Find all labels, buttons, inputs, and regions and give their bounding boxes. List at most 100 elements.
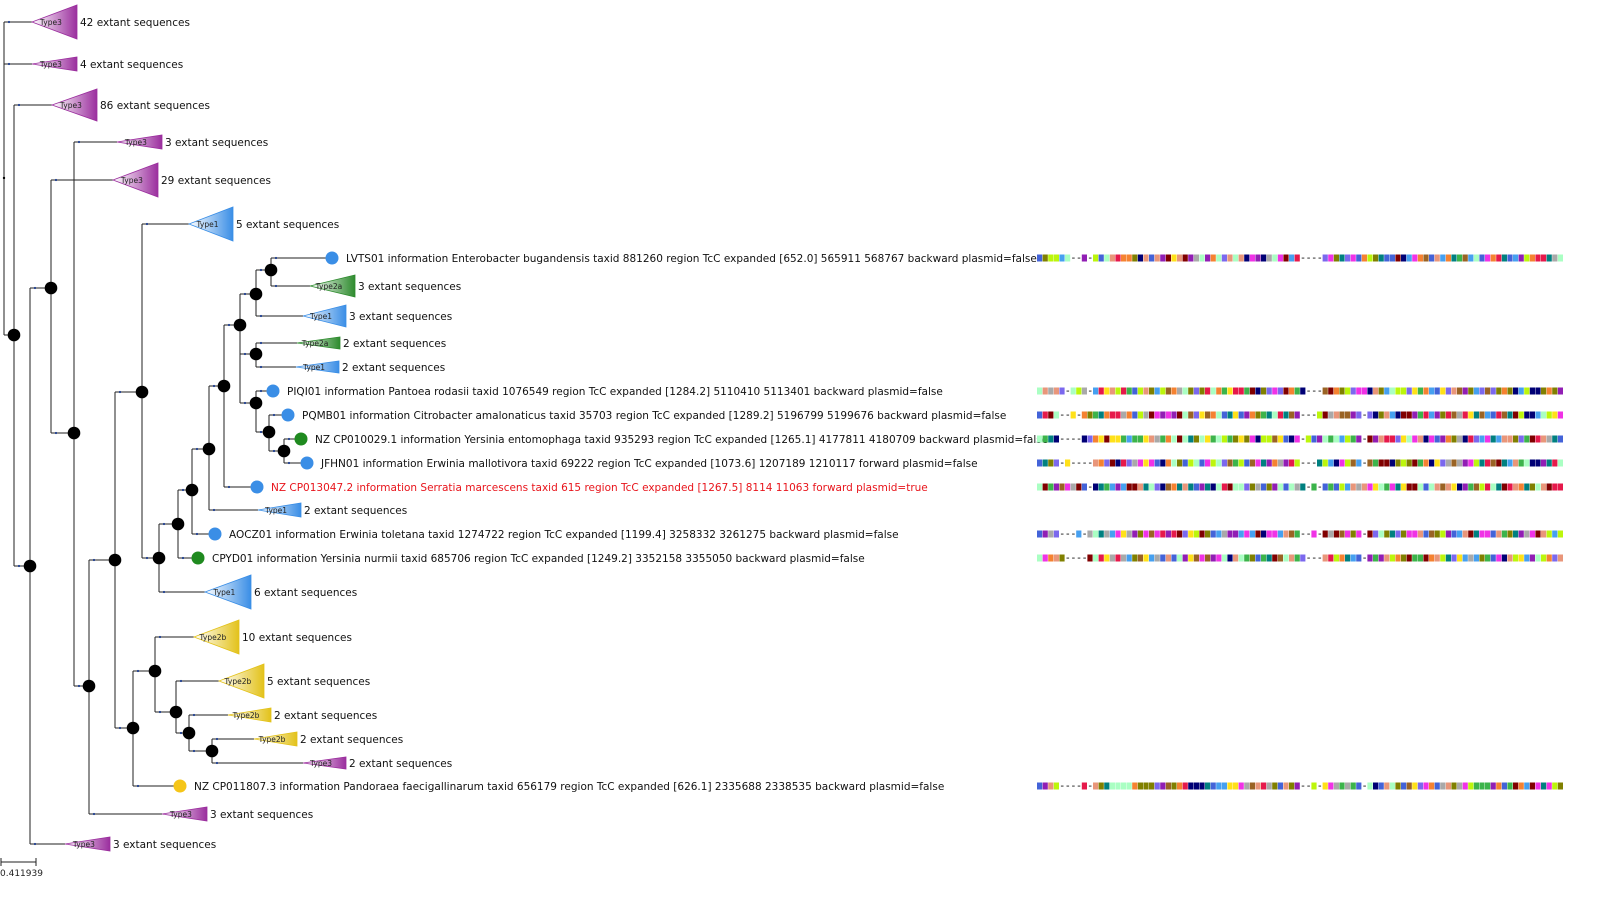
alignment-cell (1401, 411, 1407, 419)
alignment-cell (1333, 254, 1339, 262)
alignment-cell (1199, 411, 1205, 419)
alignment-cell (1440, 530, 1446, 538)
clade-triangle[interactable] (203, 574, 252, 610)
alignment-cell (1457, 411, 1463, 419)
clade-triangle[interactable] (192, 619, 240, 655)
alignment-cell (1322, 254, 1328, 262)
alignment-cell (1171, 459, 1177, 467)
branch-tick (227, 323, 231, 327)
alignment-cell (1518, 782, 1524, 790)
alignment-cell (1468, 782, 1474, 790)
alignment-cell (1109, 459, 1115, 467)
alignment-cell (1328, 554, 1334, 562)
alignment-cell (1037, 483, 1043, 491)
leaf-dot[interactable] (325, 251, 339, 265)
alignment-cell (1272, 554, 1278, 562)
alignment-cell (1233, 459, 1239, 467)
leaf-dot[interactable] (173, 779, 187, 793)
alignment-cell (1361, 387, 1367, 395)
alignment-gap (1083, 533, 1086, 535)
clade-type-label: Type3 (169, 810, 192, 819)
alignment-gap (1307, 557, 1310, 559)
clade-triangle[interactable] (31, 56, 78, 72)
alignment-cell (1283, 554, 1289, 562)
alignment-cell (1311, 435, 1317, 443)
alignment-cell (1417, 254, 1423, 262)
alignment-cell (1339, 782, 1345, 790)
alignment-cell (1081, 387, 1087, 395)
alignment-gap (1088, 785, 1092, 787)
alignment-cell (1037, 530, 1043, 538)
clade-triangle[interactable] (50, 88, 98, 122)
alignment-cell (1535, 782, 1541, 790)
leaf-dot[interactable] (266, 384, 280, 398)
clade-type-label: Type1 (302, 363, 325, 372)
alignment-cell (1165, 782, 1171, 790)
alignment-cell (1501, 387, 1507, 395)
clade-triangle[interactable] (302, 756, 347, 770)
alignment-cell (1255, 459, 1261, 467)
alignment-cell (1132, 254, 1138, 262)
alignment-cell (1406, 530, 1412, 538)
alignment-cell (1451, 483, 1457, 491)
leaf-dot[interactable] (281, 408, 295, 422)
alignment-cell (1417, 387, 1423, 395)
alignment-cell (1345, 554, 1351, 562)
scale-bar: 0.411939 (0, 858, 43, 879)
branch-tick (227, 485, 231, 489)
leaf-dot[interactable] (208, 527, 222, 541)
alignment-cell (1328, 530, 1334, 538)
leaf-dot[interactable] (294, 432, 308, 446)
clade-triangle[interactable] (296, 336, 341, 350)
alignment-gap (1072, 257, 1075, 259)
leaf-dot[interactable] (191, 551, 205, 565)
alignment-cell (1322, 459, 1328, 467)
alignment-cell (1557, 435, 1563, 443)
clade-triangle[interactable] (111, 162, 159, 198)
clade-triangle[interactable] (30, 4, 78, 40)
clade-triangle[interactable] (227, 707, 272, 723)
alignment-cell (1244, 254, 1250, 262)
alignment-cell (1501, 483, 1507, 491)
alignment-cell (1238, 530, 1244, 538)
alignment-cell (1193, 411, 1199, 419)
clade-triangle[interactable] (295, 360, 340, 374)
alignment-cell (1535, 435, 1541, 443)
alignment-cell (1485, 554, 1491, 562)
leaf-dot[interactable] (300, 456, 314, 470)
leaf-dot[interactable] (250, 480, 264, 494)
alignment-cell (1053, 435, 1059, 443)
clade-triangle[interactable] (253, 731, 298, 747)
alignment-cell (1496, 459, 1502, 467)
internal-node (23, 559, 37, 573)
clade-triangle[interactable] (64, 836, 111, 852)
clade-triangle[interactable] (187, 206, 234, 242)
alignment-cell (1283, 483, 1289, 491)
alignment-cell (1216, 411, 1222, 419)
clade-triangle[interactable] (161, 806, 208, 822)
alignment-cell (1451, 435, 1457, 443)
alignment-cell (1501, 530, 1507, 538)
alignment-cell (1132, 411, 1138, 419)
alignment-gap (1301, 257, 1305, 259)
clade-triangle[interactable] (217, 663, 265, 699)
alignment-cell (1328, 435, 1334, 443)
clade-triangle[interactable] (309, 274, 356, 298)
clade-triangle[interactable] (302, 304, 347, 328)
alignment-cell (1244, 530, 1250, 538)
alignment-cell (1093, 459, 1099, 467)
alignment-cell (1401, 782, 1407, 790)
alignment-cell (1238, 387, 1244, 395)
alignment-cell (1070, 483, 1076, 491)
alignment-cell (1322, 435, 1328, 443)
alignment-cell (1395, 387, 1401, 395)
alignment-cell (1356, 459, 1362, 467)
alignment-cell (1177, 530, 1183, 538)
alignment-cell (1238, 411, 1244, 419)
alignment-cell (1546, 411, 1552, 419)
clade-triangle[interactable] (257, 502, 302, 518)
alignment-cell (1137, 782, 1143, 790)
alignment-cell (1238, 435, 1244, 443)
alignment-cell (1109, 554, 1115, 562)
clade-triangle[interactable] (116, 134, 163, 150)
